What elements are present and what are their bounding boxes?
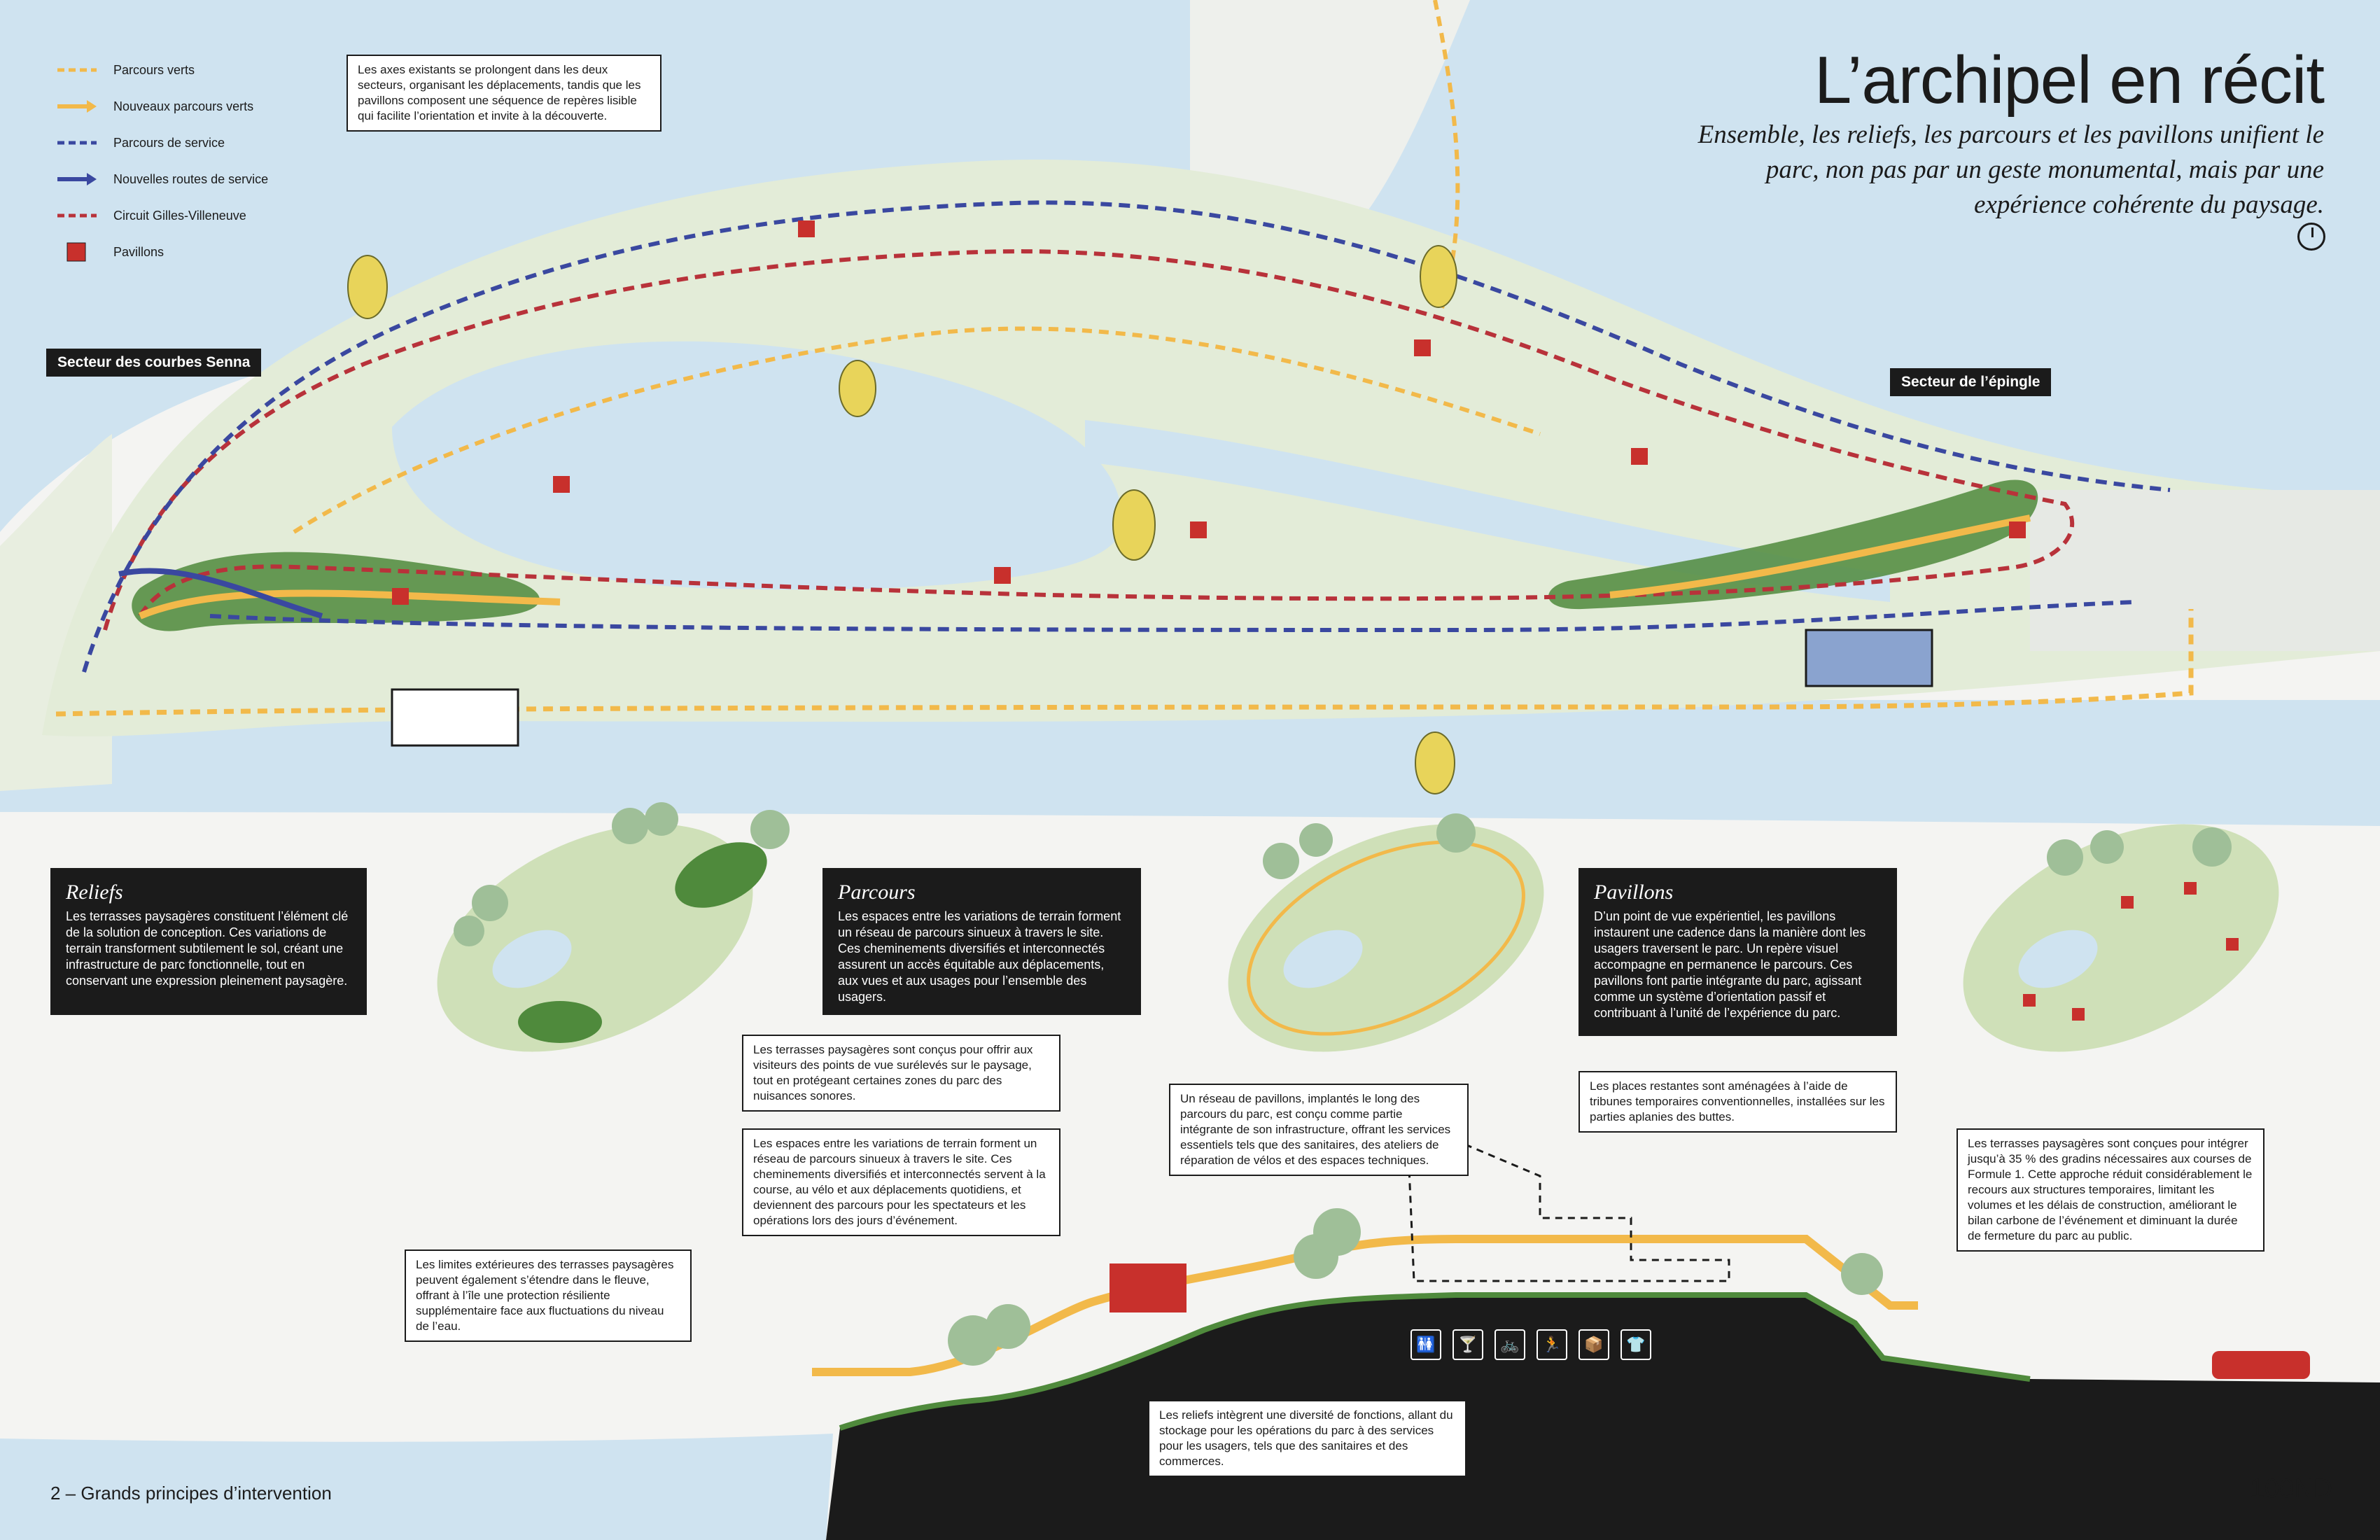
legend-item-nouveaux-parcours-verts: Nouveaux parcours verts <box>56 88 364 125</box>
legend-label: Nouveaux parcours verts <box>113 99 254 113</box>
diagram-pavillons <box>1963 824 2279 1052</box>
callout-axes: Les axes existants se prolongent dans le… <box>346 55 662 132</box>
diagram-trees <box>454 802 2232 946</box>
diagram-parcours <box>1228 824 1544 1052</box>
principle-reliefs: Reliefs Les terrasses paysagères constit… <box>50 868 367 1015</box>
sector-label-right: Secteur de l’épingle <box>1890 368 2052 396</box>
restroom-icon: 🚻 <box>1410 1329 1441 1360</box>
principle-heading: Reliefs <box>66 881 123 904</box>
sector-label-left: Secteur des courbes Senna <box>46 349 262 377</box>
cocktail-icon: 🍸 <box>1452 1329 1483 1360</box>
legend: Parcours verts Nouveaux parcours verts P… <box>56 52 364 270</box>
bicycle-icon: 🚲 <box>1494 1329 1525 1360</box>
section-grass <box>839 1292 2031 1431</box>
legend-item-nouvelles-routes: Nouvelles routes de service <box>56 161 364 197</box>
callout-limites: Les limites extérieures des terrasses pa… <box>405 1250 692 1342</box>
green-path-outer <box>55 609 2194 717</box>
principle-pavillons: Pavillons D’un point de vue expérientiel… <box>1578 868 1897 1036</box>
legend-label: Circuit Gilles-Villeneuve <box>113 208 246 223</box>
legend-label: Nouvelles routes de service <box>113 172 269 186</box>
page-subtitle: Ensemble, les reliefs, les parcours et l… <box>1698 120 2324 219</box>
callout-reliefs-fonctions: Les reliefs intègrent une diversité de f… <box>1148 1400 1466 1477</box>
callout-points-de-vue: Les terrasses paysagères sont conçus pou… <box>742 1035 1060 1112</box>
yellow-arrow-icon <box>56 96 98 117</box>
principle-text: Les terrasses paysagères constituent l’é… <box>66 909 349 988</box>
grandstand-left <box>391 688 519 747</box>
map-trees <box>347 245 1457 794</box>
f1-car <box>2212 1351 2310 1379</box>
storage-box-icon: 📦 <box>1578 1329 1609 1360</box>
section-water <box>0 1434 833 1540</box>
principle-text: D’un point de vue expérientiel, les pavi… <box>1594 909 1866 1020</box>
basin <box>392 341 1122 590</box>
brand-logo: 100ND <box>2249 1474 2332 1504</box>
new-service-left <box>118 568 323 619</box>
blue-arrow-icon <box>56 169 98 190</box>
new-green-path-right <box>1609 514 2031 598</box>
page-title: L’archipel en récit <box>1814 43 2325 118</box>
legend-item-circuit: Circuit Gilles-Villeneuve <box>56 197 364 234</box>
pavilions-map <box>392 220 2026 605</box>
legend-item-parcours-verts: Parcours verts <box>56 52 364 88</box>
terrace-right <box>1548 479 2038 610</box>
service-line <box>82 200 2171 673</box>
service-icons: 🚻 🍸 🚲 🏃 📦 👕 <box>1404 1325 1718 1364</box>
principle-heading: Pavillons <box>1594 881 1674 904</box>
callout-pavillons: Un réseau de pavillons, implantés le lon… <box>1169 1084 1469 1176</box>
runner-icon: 🏃 <box>1536 1329 1567 1360</box>
section-pavilion <box>1110 1264 1186 1312</box>
red-square-icon <box>56 241 98 262</box>
dashed-yellow-line-icon <box>56 59 98 80</box>
section-trees <box>948 1208 1883 1366</box>
grandstand-right <box>1805 629 1933 687</box>
dashed-blue-line-icon <box>56 132 98 153</box>
section-tribune <box>1406 1118 1730 1282</box>
green-path-inner <box>293 326 1541 534</box>
legend-item-parcours-service: Parcours de service <box>56 125 364 161</box>
principle-parcours: Parcours Les espaces entre les variation… <box>822 868 1141 1015</box>
channel <box>1085 420 1890 602</box>
legend-label: Parcours de service <box>113 135 225 150</box>
new-green-path-left <box>139 589 561 620</box>
principle-text: Les espaces entre les variations de terr… <box>838 909 1121 1004</box>
page-footer-label: 2 – Grands principes d’intervention <box>50 1483 332 1504</box>
circuit-line <box>103 249 2075 631</box>
callout-places: Les places restantes sont aménagées à l’… <box>1578 1071 1897 1133</box>
principle-heading: Parcours <box>838 881 916 904</box>
section-ground <box>826 1295 2380 1540</box>
legend-label: Parcours verts <box>113 62 195 77</box>
callout-gradins: Les terrasses paysagères sont conçues po… <box>1956 1128 2264 1252</box>
legend-item-pavillons: Pavillons <box>56 234 364 270</box>
callout-reseau: Les espaces entre les variations de terr… <box>742 1128 1060 1236</box>
compass-icon <box>2297 223 2325 251</box>
diagram-reliefs <box>437 824 753 1052</box>
river-lower <box>0 700 2380 826</box>
dashed-red-line-icon <box>56 205 98 226</box>
tshirt-icon: 👕 <box>1620 1329 1651 1360</box>
legend-label: Pavillons <box>113 244 164 259</box>
